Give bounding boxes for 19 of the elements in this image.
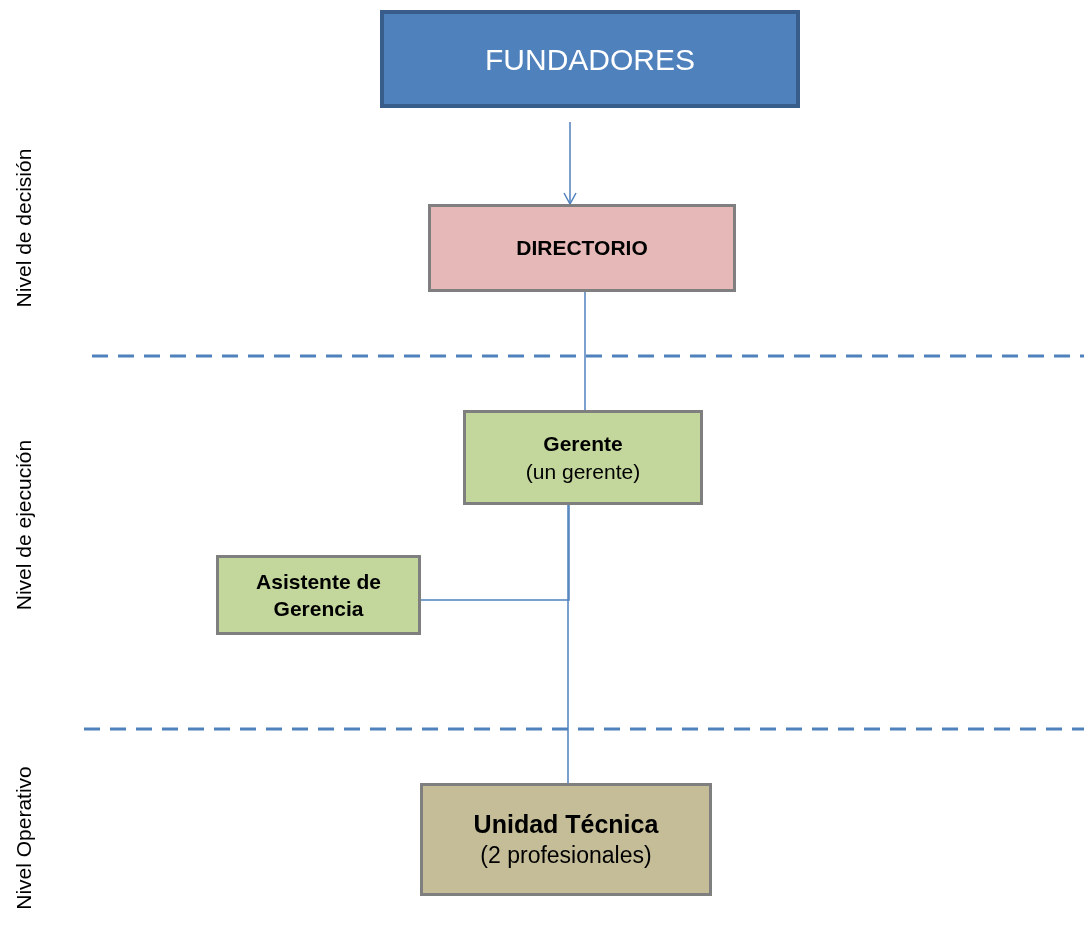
org-box xyxy=(216,555,421,635)
level-label: Nivel de ejecución xyxy=(12,439,36,611)
box-title: Gerente xyxy=(543,431,623,458)
level-label: Nivel de decisión xyxy=(12,148,36,308)
box-subtitle: (2 profesionales) xyxy=(480,840,652,870)
org-box xyxy=(428,204,736,292)
level-label: Nivel Operativo xyxy=(12,766,36,910)
box-subtitle: (un gerente) xyxy=(525,458,641,485)
org-box xyxy=(420,783,712,896)
box-title: DIRECTORIO xyxy=(516,235,648,262)
arrow xyxy=(563,121,577,205)
org-box xyxy=(463,410,703,505)
box-title: Asistente de Gerencia xyxy=(255,568,382,622)
connector-line xyxy=(567,504,569,784)
box-title: FUNDADORES xyxy=(485,41,695,78)
title-box xyxy=(380,10,800,108)
connector-line xyxy=(584,291,586,411)
connector-line xyxy=(420,504,570,601)
box-title: Unidad Técnica xyxy=(473,809,659,841)
